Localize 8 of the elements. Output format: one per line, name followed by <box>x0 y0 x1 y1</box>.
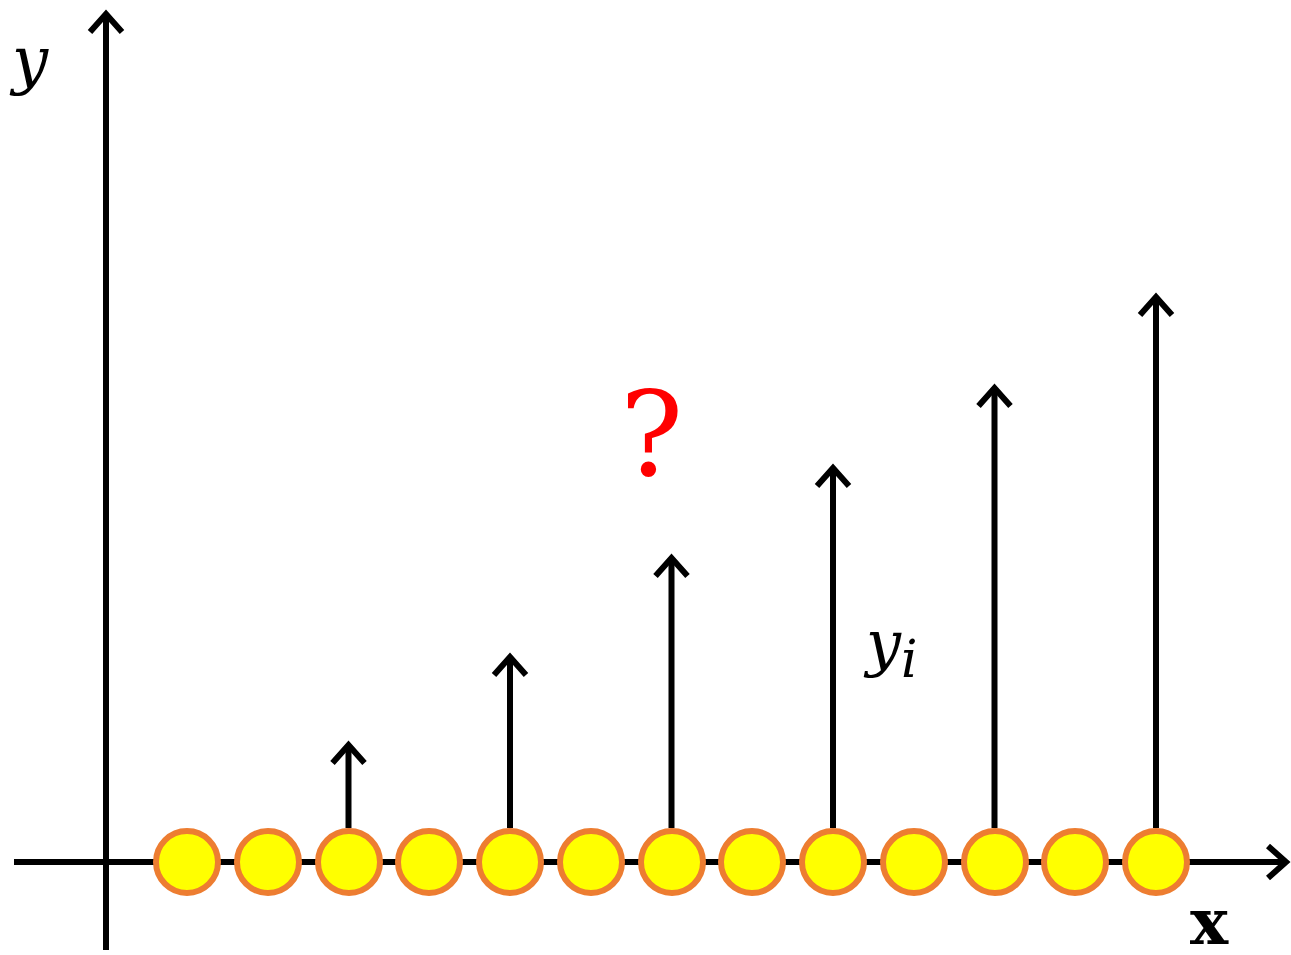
question-mark: ? <box>620 375 684 493</box>
axis-label: x <box>1190 890 1229 954</box>
arrow <box>329 742 368 828</box>
arrow <box>652 555 691 828</box>
arrow <box>975 385 1014 828</box>
arrow <box>814 465 852 828</box>
arrow <box>1137 294 1175 828</box>
arrow <box>491 654 529 828</box>
